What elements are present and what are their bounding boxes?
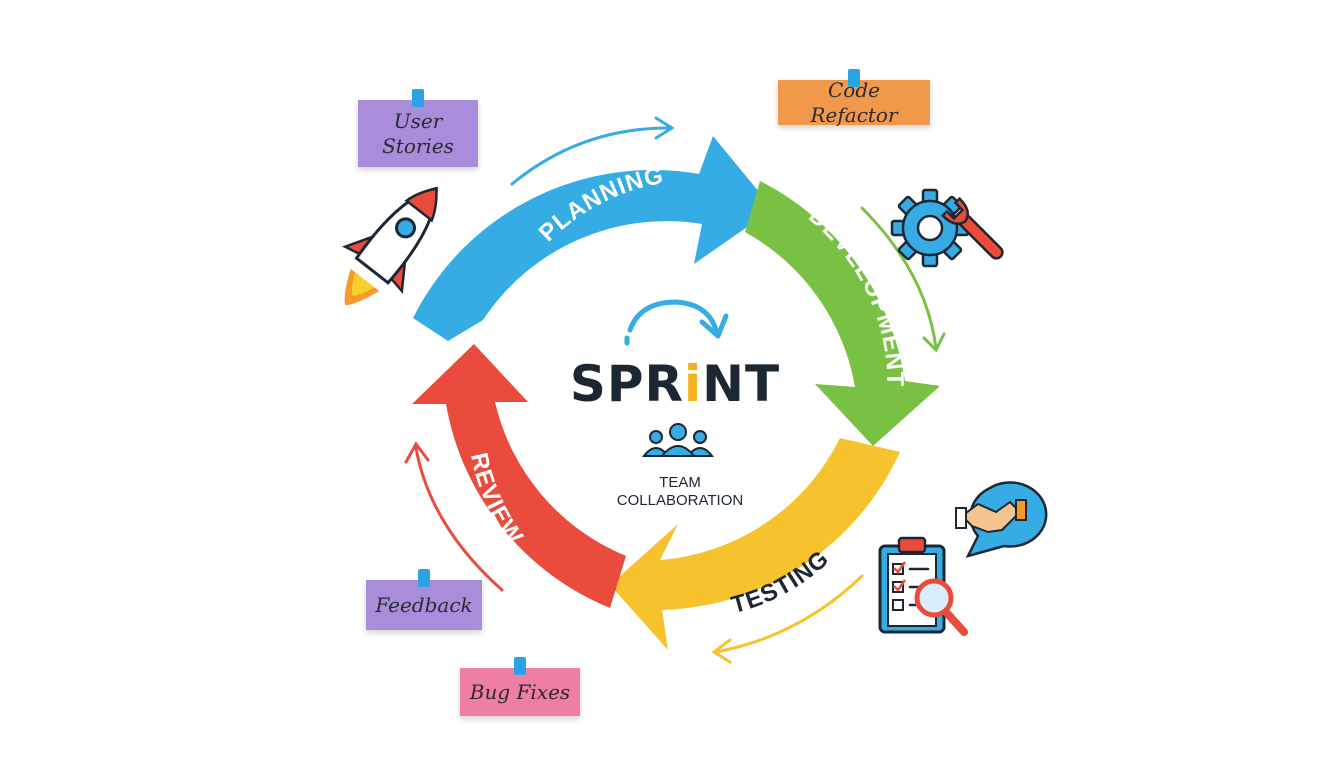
team-collaboration-label: TEAM COLLABORATION xyxy=(560,474,800,510)
planning-arrow xyxy=(413,136,773,341)
testing-arrow xyxy=(610,438,900,650)
pin-icon xyxy=(412,89,424,107)
note-user-stories-line1: User xyxy=(393,108,443,133)
checklist-magnifier-icon xyxy=(878,536,968,636)
note-feedback: Feedback xyxy=(366,569,482,630)
outer-arrow-yellow xyxy=(711,574,864,664)
note-code-refactor: Code Refactor xyxy=(778,69,930,127)
rocket-icon xyxy=(342,186,438,306)
pin-icon xyxy=(848,69,860,87)
development-arrow xyxy=(745,181,940,446)
review-arrow xyxy=(412,344,626,608)
handshake-icon xyxy=(955,481,1048,558)
collaboration-label: COLLABORATION xyxy=(616,492,744,509)
note-user-stories-line2: Stories xyxy=(382,133,454,158)
gear-wrench-icon xyxy=(890,188,1004,268)
outer-arrow-green xyxy=(860,206,946,353)
note-user-stories: User Stories xyxy=(358,89,478,167)
team-icon xyxy=(641,423,715,457)
outer-arrow-red xyxy=(404,441,504,592)
pin-icon xyxy=(514,657,526,675)
pin-icon xyxy=(418,569,430,587)
cycle-arrow-icon xyxy=(624,299,729,346)
team-label: TEAM xyxy=(659,474,701,491)
sprint-title: SPRiNT xyxy=(569,355,781,413)
outer-arrow-blue xyxy=(510,116,675,186)
note-bug-fixes: Bug Fixes xyxy=(460,657,580,716)
